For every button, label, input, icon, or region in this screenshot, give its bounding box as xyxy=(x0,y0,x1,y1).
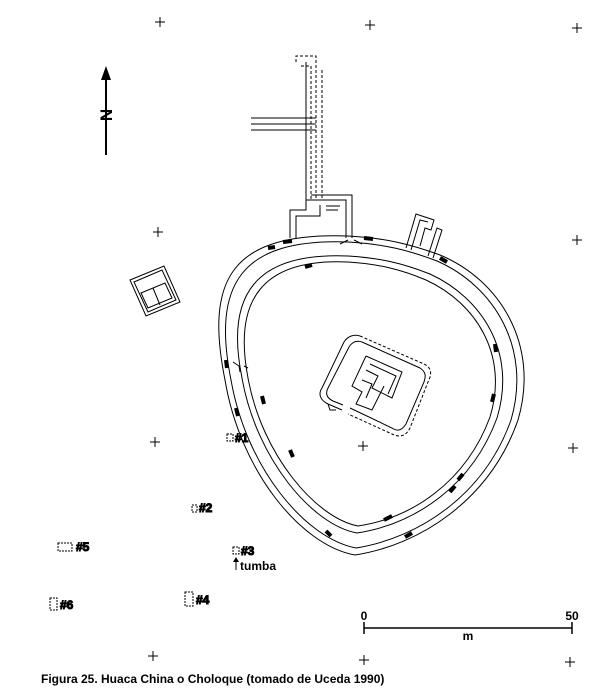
feature-5-outline xyxy=(57,542,73,552)
grid-cross xyxy=(572,23,582,33)
figure-caption: Figura 25. Huaca China o Choloque (tomad… xyxy=(41,672,385,686)
grid-cross xyxy=(565,657,575,667)
grid-cross xyxy=(148,651,158,661)
enclosure-nw xyxy=(129,265,181,317)
scale-unit: m xyxy=(463,629,474,643)
grid-cross xyxy=(365,20,375,30)
features: #1 #2 #3 #4 #5 #6 xyxy=(49,431,255,613)
feature-4-label: #4 xyxy=(196,593,210,607)
scale-start: 0 xyxy=(361,609,368,623)
grid-cross xyxy=(568,443,578,453)
grid-cross xyxy=(153,227,163,237)
scale-end: 50 xyxy=(565,609,579,623)
tomb-marker: tumba xyxy=(233,557,276,573)
feature-1-outline xyxy=(226,433,234,442)
annex-ne xyxy=(405,213,443,259)
grid-cross xyxy=(358,441,368,451)
north-arrow: N xyxy=(97,66,116,155)
feature-5-label: #5 xyxy=(76,540,90,554)
access-corridor xyxy=(251,55,363,245)
central-platform xyxy=(319,334,432,437)
feature-1-label: #1 xyxy=(235,431,249,445)
wall-markers xyxy=(224,236,498,539)
feature-3-outline xyxy=(232,546,240,555)
inner-entrance xyxy=(232,361,249,373)
feature-6-label: #6 xyxy=(60,598,74,612)
grid-crosses xyxy=(148,17,582,667)
feature-2-outline xyxy=(191,504,198,513)
scale-bar: 0 50 m xyxy=(361,609,579,643)
north-label: N xyxy=(97,109,116,121)
tomb-label: tumba xyxy=(240,559,276,573)
main-enclosure xyxy=(218,235,525,556)
grid-cross xyxy=(359,655,369,665)
feature-6-outline xyxy=(49,597,58,611)
grid-cross xyxy=(150,437,160,447)
grid-cross xyxy=(155,17,165,27)
feature-3-label: #3 xyxy=(241,544,255,558)
feature-4-outline xyxy=(184,591,194,607)
feature-2-label: #2 xyxy=(199,501,213,515)
grid-cross xyxy=(572,235,582,245)
